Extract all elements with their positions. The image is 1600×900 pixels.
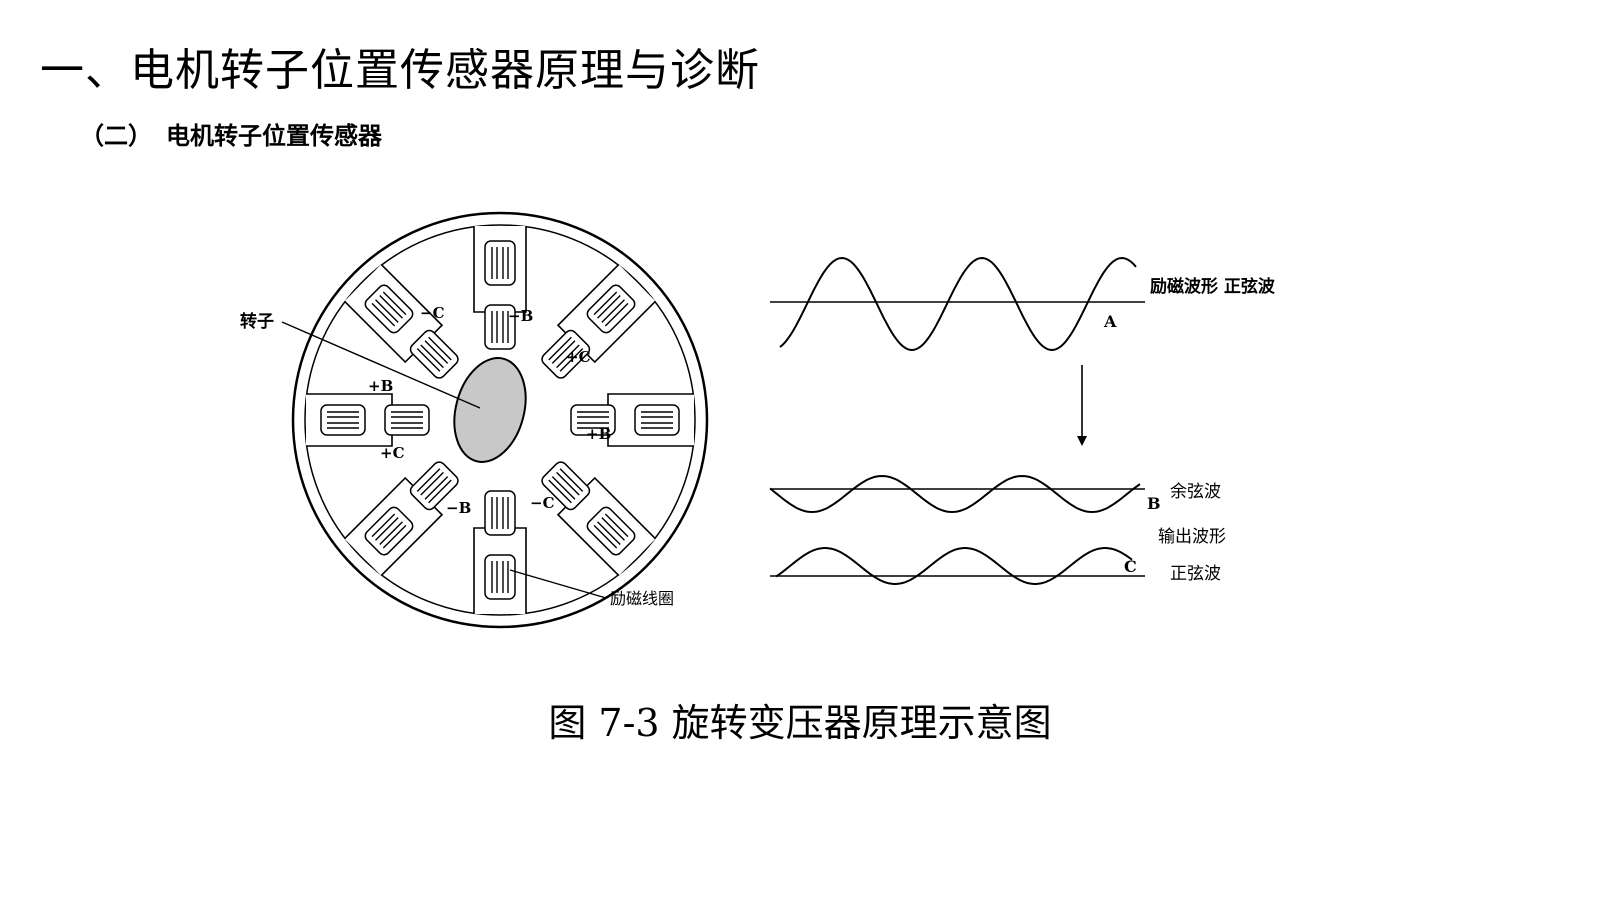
slide-subtitle: （二） 电机转子位置传感器 (80, 116, 382, 151)
sine-label: 正弦波 (1170, 564, 1221, 584)
rotor-label: 转子 (240, 311, 274, 332)
transform-arrow-head (1077, 436, 1087, 446)
label-pos-c-right: +C (566, 348, 591, 366)
figure-caption: 图 7-3 旋转变压器原理示意图 (548, 701, 1052, 745)
label-neg-c-top: −C (420, 304, 445, 322)
coil-leader-line (509, 569, 607, 599)
label-pos-b-right: +B (586, 425, 611, 443)
stator-drawing: 转子 励磁线圈 −C −B +C +B +B +C −B −C (240, 211, 709, 629)
label-neg-b-bottom: −B (446, 499, 471, 517)
stator-inner-ring (304, 224, 696, 616)
label-neg-b-top: −B (508, 307, 533, 325)
slide-title: 一、电机转子位置传感器原理与诊断 (40, 45, 760, 96)
output-label: 输出波形 (1158, 527, 1226, 547)
rotor-ellipse (453, 357, 527, 463)
letter-b: B (1147, 494, 1161, 513)
subtitle-prefix: （二） (80, 122, 152, 150)
letter-c: C (1124, 557, 1137, 576)
sine-output-wave (775, 547, 1133, 585)
rotor-leader-line (281, 321, 481, 409)
label-pos-c-left: +C (380, 444, 405, 462)
cosine-output-wave (769, 474, 1141, 514)
letter-a: A (1103, 312, 1117, 331)
excitation-label: 励磁波形 正弦波 (1150, 276, 1276, 297)
coil-label: 励磁线圈 (610, 589, 674, 608)
label-neg-c-bottom: −C (530, 494, 555, 512)
label-pos-b-left: +B (368, 377, 393, 395)
excitation-sine-wave (779, 256, 1137, 352)
cosine-label: 余弦波 (1170, 482, 1221, 502)
waveform-drawing: 励磁波形 正弦波 A B 余弦波 输出波形 C 正弦波 (769, 256, 1276, 585)
subtitle-text: 电机转子位置传感器 (166, 122, 382, 150)
